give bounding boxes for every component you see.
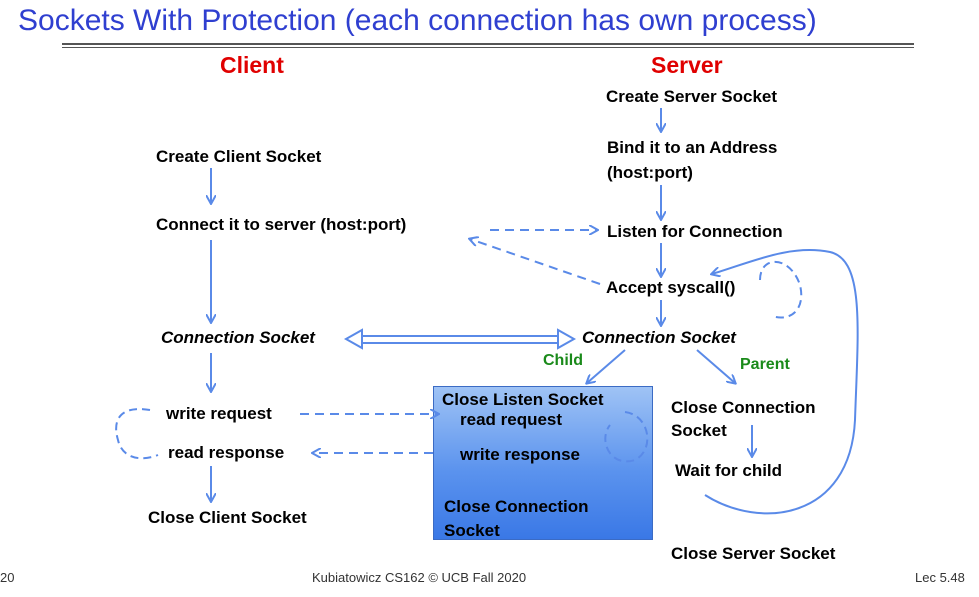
- server-header: Server: [651, 52, 723, 78]
- client-connection-socket-label: Connection Socket: [161, 328, 315, 347]
- close-client-socket-label: Close Client Socket: [148, 508, 307, 527]
- bind-address-label: Bind it to an Address: [607, 138, 778, 157]
- client-header: Client: [220, 52, 284, 78]
- child-process-box: [433, 386, 653, 540]
- arrow-to-child: [587, 349, 626, 383]
- child-close-socket-label: Socket: [444, 521, 500, 540]
- write-response-label: write response: [460, 445, 580, 464]
- create-server-socket-label: Create Server Socket: [606, 87, 778, 106]
- accept-syscall-label: Accept syscall(): [606, 278, 736, 297]
- parent-label: Parent: [740, 356, 790, 373]
- child-close-connection-label: Close Connection: [444, 497, 589, 516]
- footer-lecture: Lec 5.48: [915, 570, 965, 585]
- arrow-accept-to-connect: [470, 239, 601, 285]
- child-label: Child: [543, 352, 583, 369]
- close-connection-socket-label: Socket: [671, 421, 727, 440]
- child-loop: [604, 411, 649, 463]
- client-loop: [115, 408, 159, 460]
- footer-credit: Kubiatowicz CS162 © UCB Fall 2020: [312, 570, 527, 585]
- server-connection-socket-label: Connection Socket: [582, 328, 736, 347]
- create-client-socket-label: Create Client Socket: [156, 147, 322, 166]
- accept-loop: [759, 260, 803, 319]
- read-request-label: read request: [460, 410, 563, 429]
- title-rule: [62, 43, 914, 45]
- listen-label: Listen for Connection: [607, 222, 783, 241]
- close-listen-socket-label: Close Listen Socket: [442, 390, 604, 409]
- connect-server-label: Connect it to server (host:port): [156, 215, 407, 234]
- write-request-label: write request: [166, 404, 272, 423]
- close-connection-label: Close Connection: [671, 398, 816, 417]
- title-rule-thin: [62, 47, 914, 48]
- footer-date: 20: [0, 570, 15, 585]
- slide-title: Sockets With Protection (each connection…: [18, 4, 817, 37]
- parent-loop: [704, 249, 859, 515]
- close-server-socket-label: Close Server Socket: [671, 544, 836, 563]
- wait-for-child-label: Wait for child: [675, 461, 783, 480]
- read-response-label: read response: [168, 443, 285, 462]
- connection-double-arrow: [343, 328, 577, 350]
- bind-hostport-label: (host:port): [607, 163, 693, 182]
- arrow-to-parent: [696, 349, 735, 383]
